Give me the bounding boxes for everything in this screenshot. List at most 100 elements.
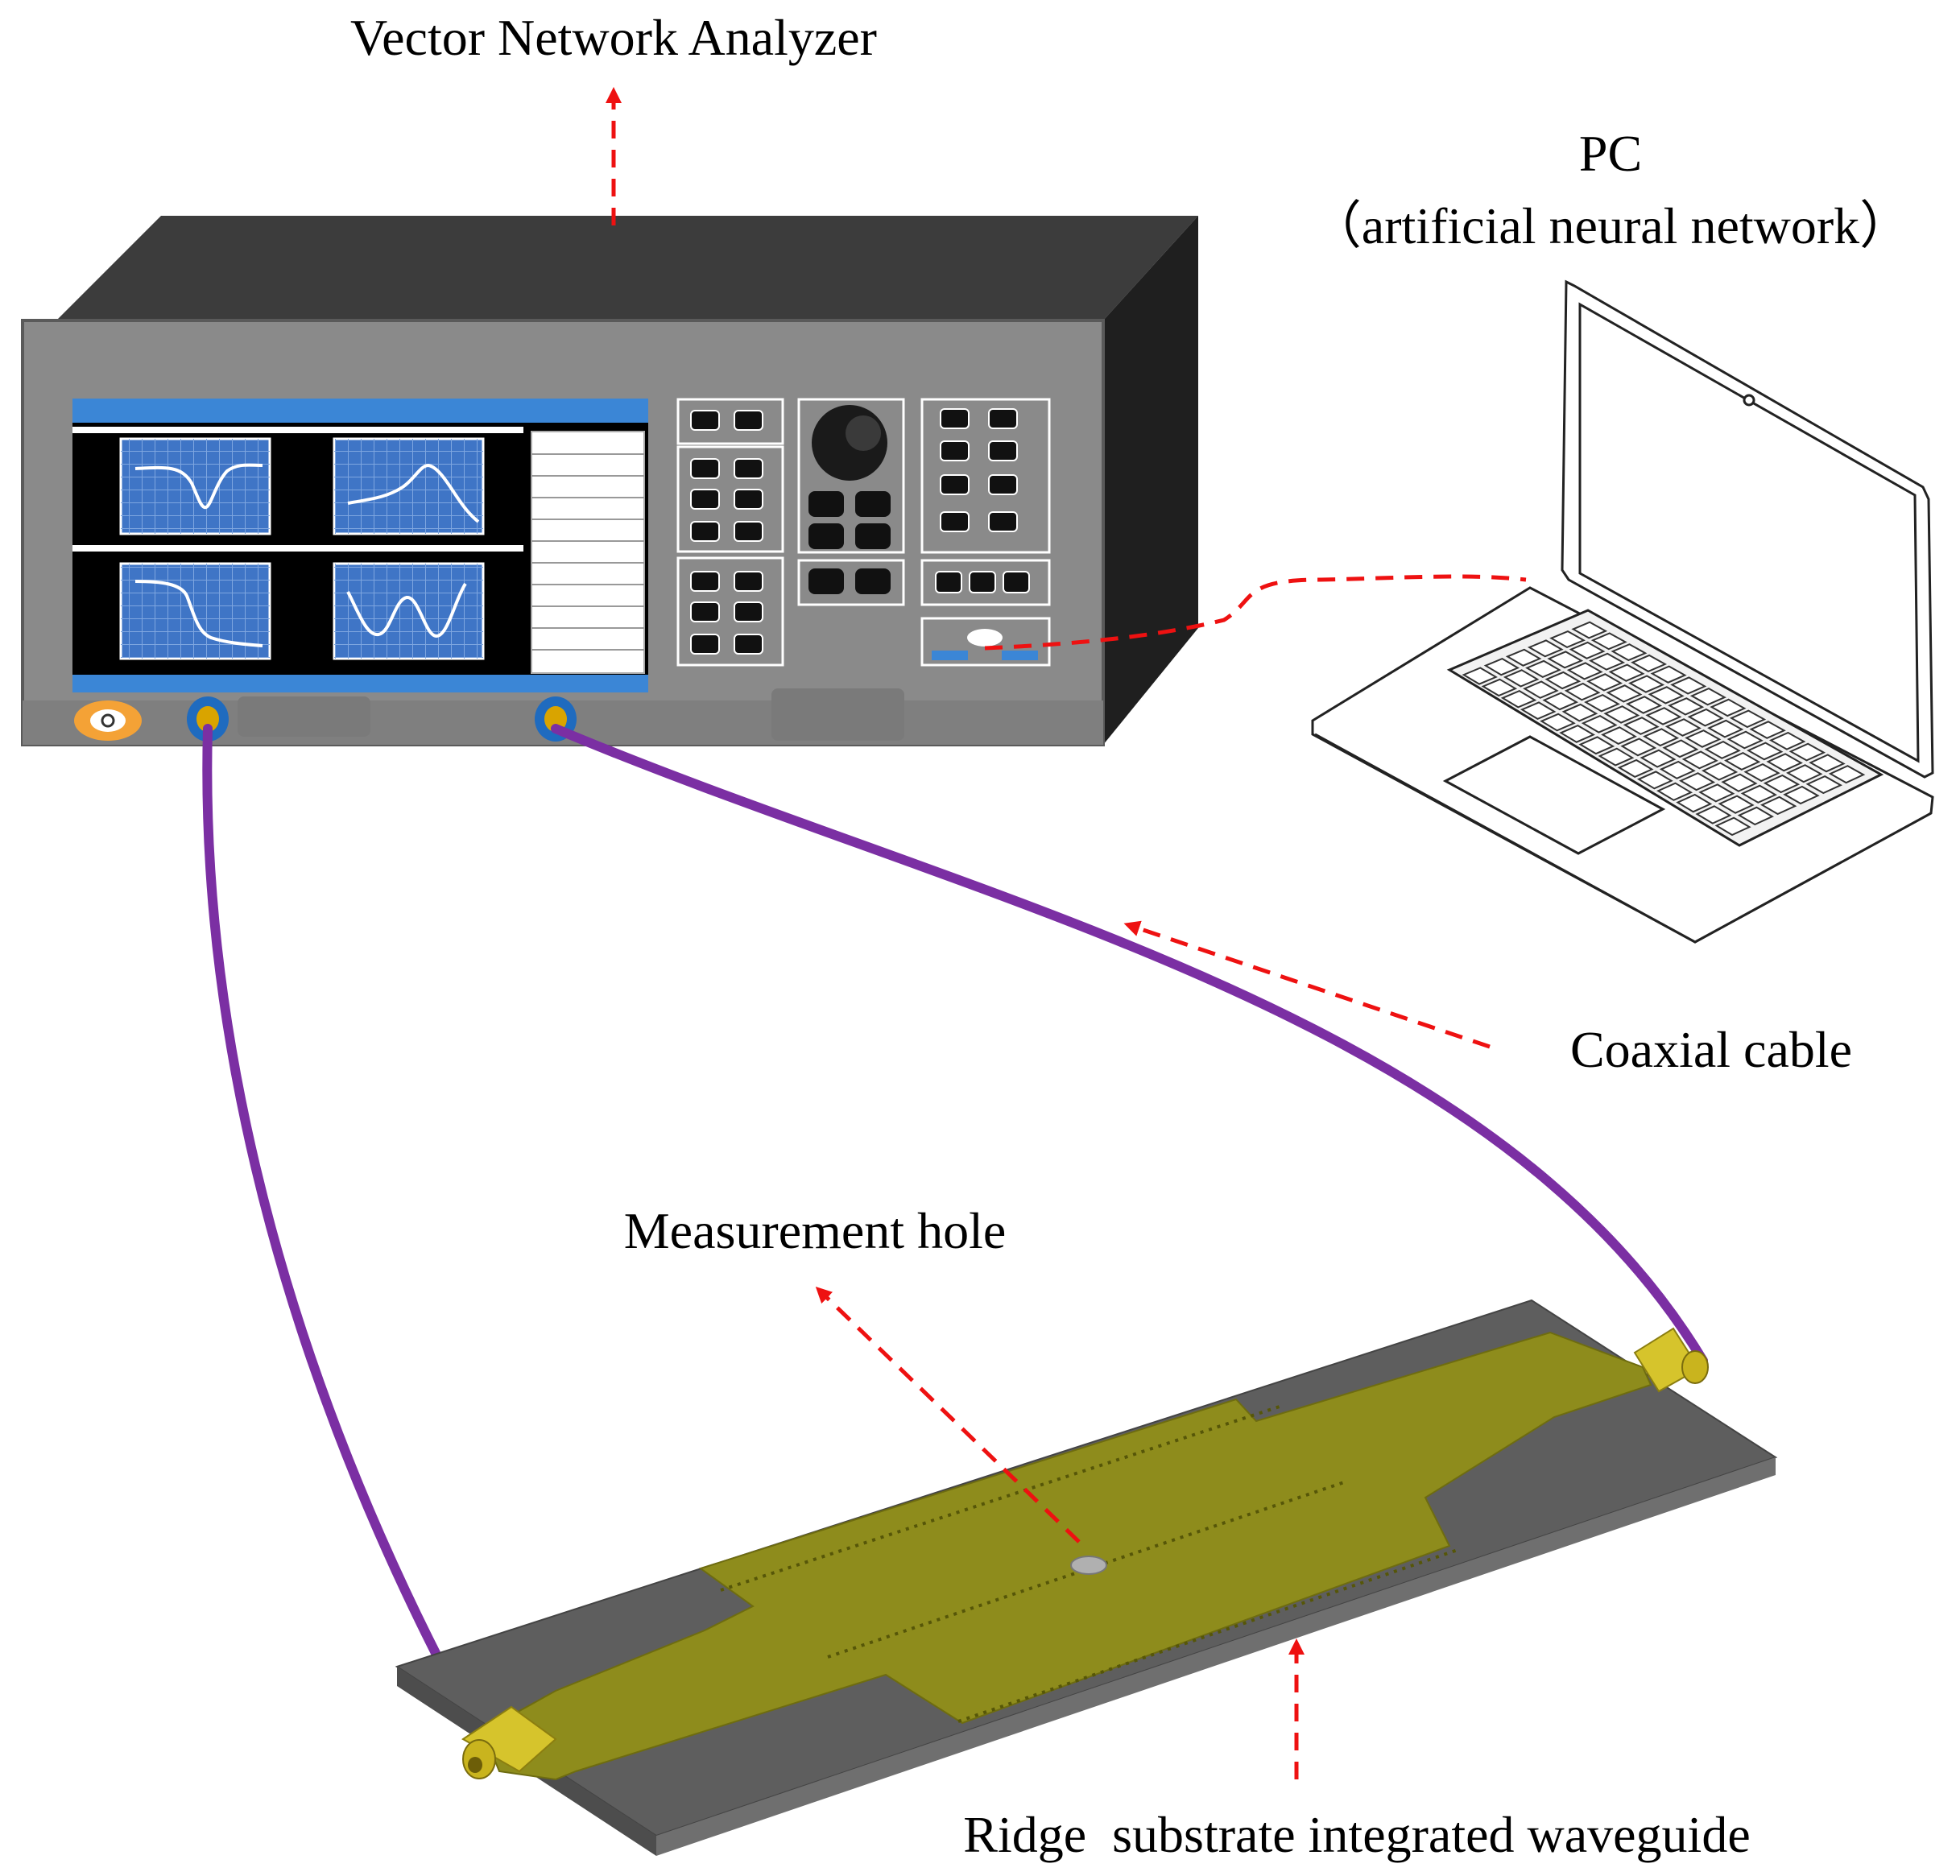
laptop-key — [1650, 665, 1687, 684]
laptop-key — [1746, 742, 1784, 761]
laptop-key — [1636, 771, 1673, 790]
arrow-hole — [815, 1287, 1081, 1543]
laptop-key — [1523, 680, 1559, 699]
laptop-key — [1578, 736, 1615, 755]
laptop-keys — [1462, 621, 1866, 837]
laptop-key — [1584, 693, 1620, 713]
laptop-key — [1606, 684, 1643, 703]
sma-connector-left — [461, 1705, 557, 1779]
laptop-key — [1681, 750, 1718, 770]
laptop-key — [1760, 795, 1797, 816]
laptop-key — [1786, 764, 1823, 783]
laptop-key — [1729, 709, 1767, 729]
laptop-key — [1520, 701, 1557, 721]
laptop-key — [1687, 708, 1724, 727]
laptop-key — [1679, 772, 1716, 791]
laptop-key — [1763, 774, 1801, 794]
laptop-key — [1566, 662, 1603, 680]
laptop-key — [1689, 687, 1726, 706]
laptop-key — [1707, 719, 1744, 738]
laptop-key — [1695, 805, 1732, 824]
laptop-key — [1525, 659, 1561, 679]
label-pc: PC — [1579, 125, 1642, 182]
laptop-key — [1589, 652, 1626, 671]
laptop-key — [1623, 717, 1660, 735]
laptop-key — [1676, 793, 1713, 813]
vna-screen — [72, 399, 648, 692]
laptop-key — [1601, 726, 1637, 746]
laptop-key — [1662, 739, 1699, 758]
laptop-key — [1483, 657, 1520, 676]
laptop-key — [1564, 682, 1601, 701]
laptop-key — [1481, 678, 1518, 697]
laptop-key — [1571, 621, 1608, 639]
laptop-key — [1749, 721, 1786, 739]
laptop-key — [1718, 795, 1755, 814]
laptop-key — [1643, 728, 1680, 747]
laptop-key — [1500, 689, 1537, 709]
vna-button-panels — [676, 398, 1051, 667]
laptop-key — [1547, 651, 1584, 669]
label-vector-network-analyzer: Vector Network Analyzer — [350, 9, 877, 66]
plot-phase — [119, 562, 271, 660]
arrow-coax — [1123, 920, 1491, 1049]
laptop-key — [1603, 705, 1640, 724]
laptop-key — [1664, 718, 1702, 737]
laptop-pc — [1311, 279, 1934, 944]
laptop-key — [1783, 785, 1820, 805]
laptop-key — [1527, 639, 1564, 658]
laptop-key — [1670, 676, 1707, 695]
laptop-key — [1724, 751, 1761, 771]
ridge-siw-board — [395, 1299, 1778, 1856]
cable-right — [551, 724, 1708, 1366]
laptop-key — [1544, 671, 1582, 690]
sma-connector-right — [1633, 1327, 1709, 1393]
laptop-key — [1809, 754, 1846, 773]
measurement-hole-marker — [1070, 1556, 1107, 1575]
laptop-key — [1617, 758, 1654, 779]
usb-to-pc-link — [984, 574, 1527, 651]
label-artificial-neural-network: （artificial neural network） — [1310, 197, 1911, 254]
laptop-key — [1561, 703, 1598, 722]
laptop-key — [1540, 713, 1576, 732]
plot-s11 — [119, 437, 271, 535]
laptop-key — [1590, 632, 1627, 651]
laptop-key — [1542, 692, 1579, 711]
vector-network-analyzer — [21, 216, 1198, 746]
vna-nav-keys — [808, 491, 891, 594]
laptop-key — [1685, 729, 1722, 748]
laptop-key — [1611, 643, 1648, 662]
usb-icon — [932, 629, 1038, 660]
laptop-key — [1648, 686, 1685, 705]
laptop-key — [1640, 749, 1677, 768]
vna-keys — [690, 408, 1030, 655]
laptop-key — [1631, 654, 1668, 673]
port-1 — [187, 696, 229, 742]
laptop-key — [1768, 731, 1806, 750]
label-ridge-siw: Ridge substrate integrated waveguide — [963, 1806, 1750, 1863]
laptop-key — [1721, 773, 1758, 792]
laptop-key — [1628, 675, 1665, 693]
laptop-key — [1828, 765, 1866, 784]
laptop-key — [1549, 630, 1586, 649]
coaxial-cable — [202, 724, 1708, 1748]
laptop-key — [1704, 740, 1741, 759]
plot-ripple — [333, 562, 485, 660]
label-measurement-hole: Measurement hole — [624, 1202, 1007, 1259]
laptop-key — [1620, 738, 1657, 757]
laptop-key — [1645, 707, 1682, 725]
laptop-key — [1569, 641, 1606, 659]
laptop-key — [1598, 747, 1635, 767]
laptop-key — [1805, 775, 1842, 795]
laptop-key — [1788, 742, 1826, 762]
laptop-key — [1586, 673, 1623, 692]
plot-s21 — [333, 437, 485, 535]
rotary-knob-icon — [812, 405, 887, 481]
laptop-key — [1608, 663, 1645, 682]
laptop-key — [1740, 784, 1777, 804]
laptop-key — [1581, 714, 1618, 733]
laptop-key — [1737, 806, 1774, 826]
laptop-key — [1714, 816, 1751, 837]
laptop-key — [1559, 724, 1595, 743]
